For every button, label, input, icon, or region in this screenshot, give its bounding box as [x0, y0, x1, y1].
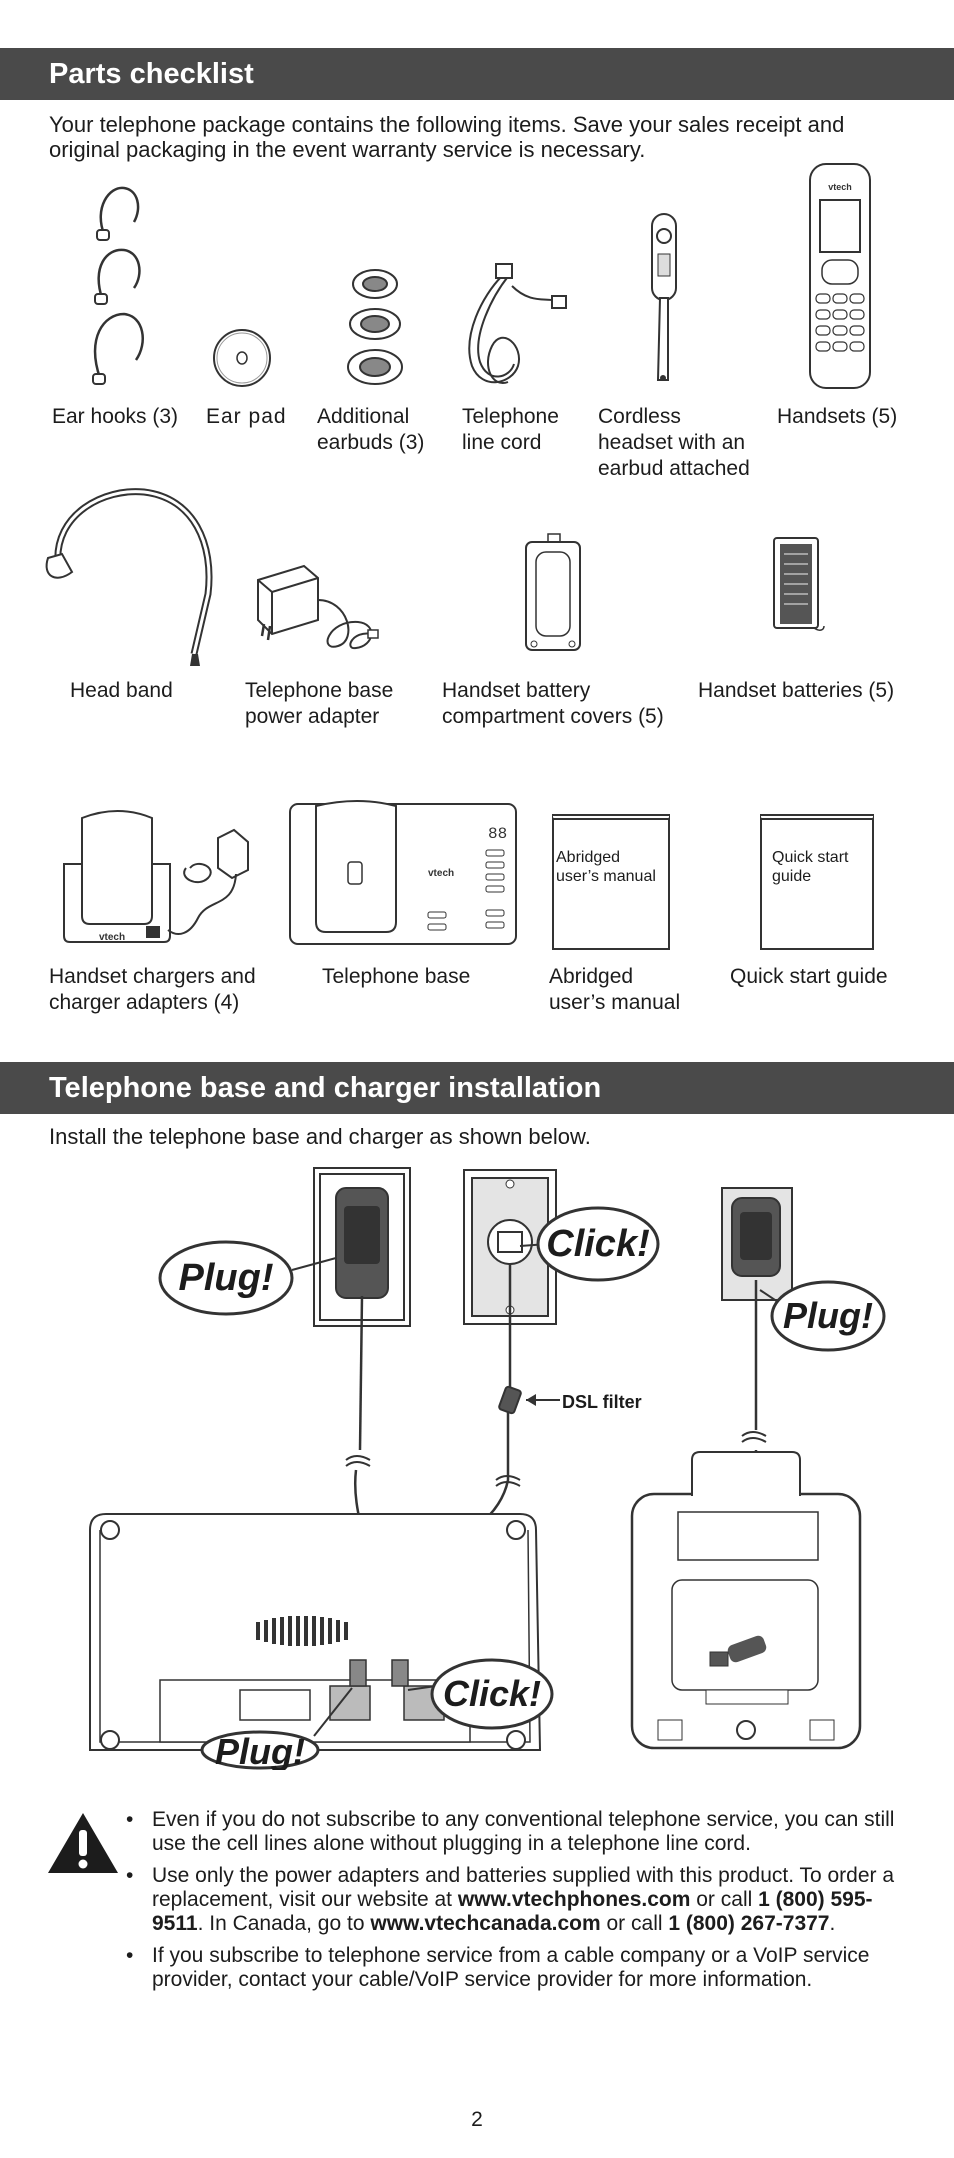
quick-start-guide-label: Quick start guide: [730, 965, 888, 988]
installation-header: Telephone base and charger installation: [0, 1062, 954, 1114]
handset-charger-rear: [630, 1451, 862, 1750]
note-text: .: [829, 1912, 836, 1935]
dsl-filter: DSL filter: [498, 1385, 642, 1415]
power-adapter-label: Telephone base power adapter: [245, 679, 394, 728]
handsets-label: Handsets (5): [777, 405, 898, 428]
plug-left-text: Plug!: [179, 1257, 274, 1299]
handset-battery-illustration: [773, 537, 825, 631]
note-text: Even if you do not subscribe to any conv…: [152, 1808, 895, 1855]
head-band-illustration: [45, 488, 213, 666]
telephone-base-rear: [89, 1513, 542, 1751]
plug-callout-base: Plug!: [200, 1687, 353, 1770]
parts-intro: Your telephone package contains the foll…: [49, 112, 845, 162]
bullet: •: [126, 1864, 134, 1887]
click-callout-base: Click!: [407, 1658, 554, 1730]
charger-brand: vtech: [99, 932, 125, 943]
ear-pad-label: Ear pad: [206, 405, 287, 428]
battery-covers-label: Handset battery compartment covers (5): [442, 679, 664, 728]
installation-intro: Install the telephone base and charger a…: [49, 1124, 591, 1149]
additional-earbuds-illustration: [347, 269, 403, 385]
note-text: . In Canada, go to: [197, 1912, 371, 1935]
dsl-filter-label: DSL filter: [562, 1392, 642, 1412]
abridged-manual-illustration: Abridged user’s manual: [552, 814, 670, 950]
plug-callout-left: Plug!: [158, 1240, 337, 1316]
base-brand: vtech: [428, 868, 454, 879]
telephone-line-cord-illustration: [468, 263, 567, 384]
head-band-label: Head band: [70, 679, 173, 702]
note-item: • If you subscribe to telephone service f…: [126, 1944, 912, 1992]
parts-checklist-header: Parts checklist: [0, 48, 954, 100]
quick-start-guide-illustration: Quick start guide: [760, 814, 874, 950]
battery-cover-illustration: [525, 533, 581, 651]
handset-illustration: vtech: [809, 163, 871, 389]
abridged-manual-cover-label: Abridged user’s manual: [556, 849, 656, 885]
click-callout-jack: Click!: [519, 1206, 660, 1282]
power-adapter-illustration: [257, 564, 379, 650]
ear-hooks-illustration: [92, 186, 144, 385]
ear-pad-illustration: [213, 329, 271, 387]
handset-chargers-label: Handset chargers and charger adapters (4…: [49, 965, 256, 1014]
page-number: 2: [471, 2108, 483, 2131]
telephone-base-illustration: 88 vtech: [289, 800, 517, 945]
note-text: or call: [600, 1912, 669, 1935]
canada-phone-number: 1 (800) 267-7377: [668, 1912, 830, 1935]
note-text: or call: [690, 1888, 759, 1911]
ear-hooks-label: Ear hooks (3): [52, 405, 179, 428]
note-item: • Use only the power adapters and batteri…: [126, 1864, 912, 1936]
plug-right-text: Plug!: [783, 1295, 873, 1336]
click-base-text: Click!: [443, 1673, 541, 1714]
additional-earbuds-label: Additional earbuds (3): [317, 405, 425, 454]
svg-text:88: 88: [488, 825, 507, 843]
note-text: If you subscribe to telephone service fr…: [152, 1944, 870, 1991]
note-item: • Even if you do not subscribe to any con…: [126, 1808, 912, 1856]
cordless-headset-illustration: [651, 213, 677, 381]
canada-website-link[interactable]: www.vtechcanada.com: [370, 1912, 601, 1935]
bullet: •: [126, 1808, 134, 1831]
click-jack-text: Click!: [546, 1223, 649, 1265]
installation-diagram: DSL filter: [89, 1167, 886, 1770]
notes-list: • Even if you do not subscribe to any con…: [126, 1808, 912, 2000]
phone-number: 1 (800) 595-9511: [152, 1888, 873, 1935]
parts-checklist-title: Parts checklist: [49, 58, 254, 90]
handset-charger-illustration: vtech: [63, 810, 249, 943]
abridged-manual-label: Abridged user’s manual: [549, 965, 681, 1014]
quick-start-guide-cover-label: Quick start guide: [772, 849, 849, 885]
telephone-base-label: Telephone base: [322, 965, 471, 988]
note-text: Use only the power adapters and batterie…: [152, 1864, 895, 1911]
cordless-headset-label: Cordless headset with an earbud attached: [598, 405, 750, 480]
telephone-line-cord-label: Telephone line cord: [462, 405, 559, 454]
bullet: •: [126, 1944, 134, 1967]
handset-brand: vtech: [828, 182, 852, 192]
plug-callout-right: Plug!: [759, 1280, 886, 1352]
installation-title: Telephone base and charger installation: [49, 1072, 602, 1104]
warning-triangle-icon: [48, 1813, 118, 1873]
handset-batteries-label: Handset batteries (5): [698, 679, 895, 702]
plug-base-text: Plug!: [215, 1731, 305, 1770]
website-link[interactable]: www.vtechphones.com: [457, 1888, 691, 1911]
